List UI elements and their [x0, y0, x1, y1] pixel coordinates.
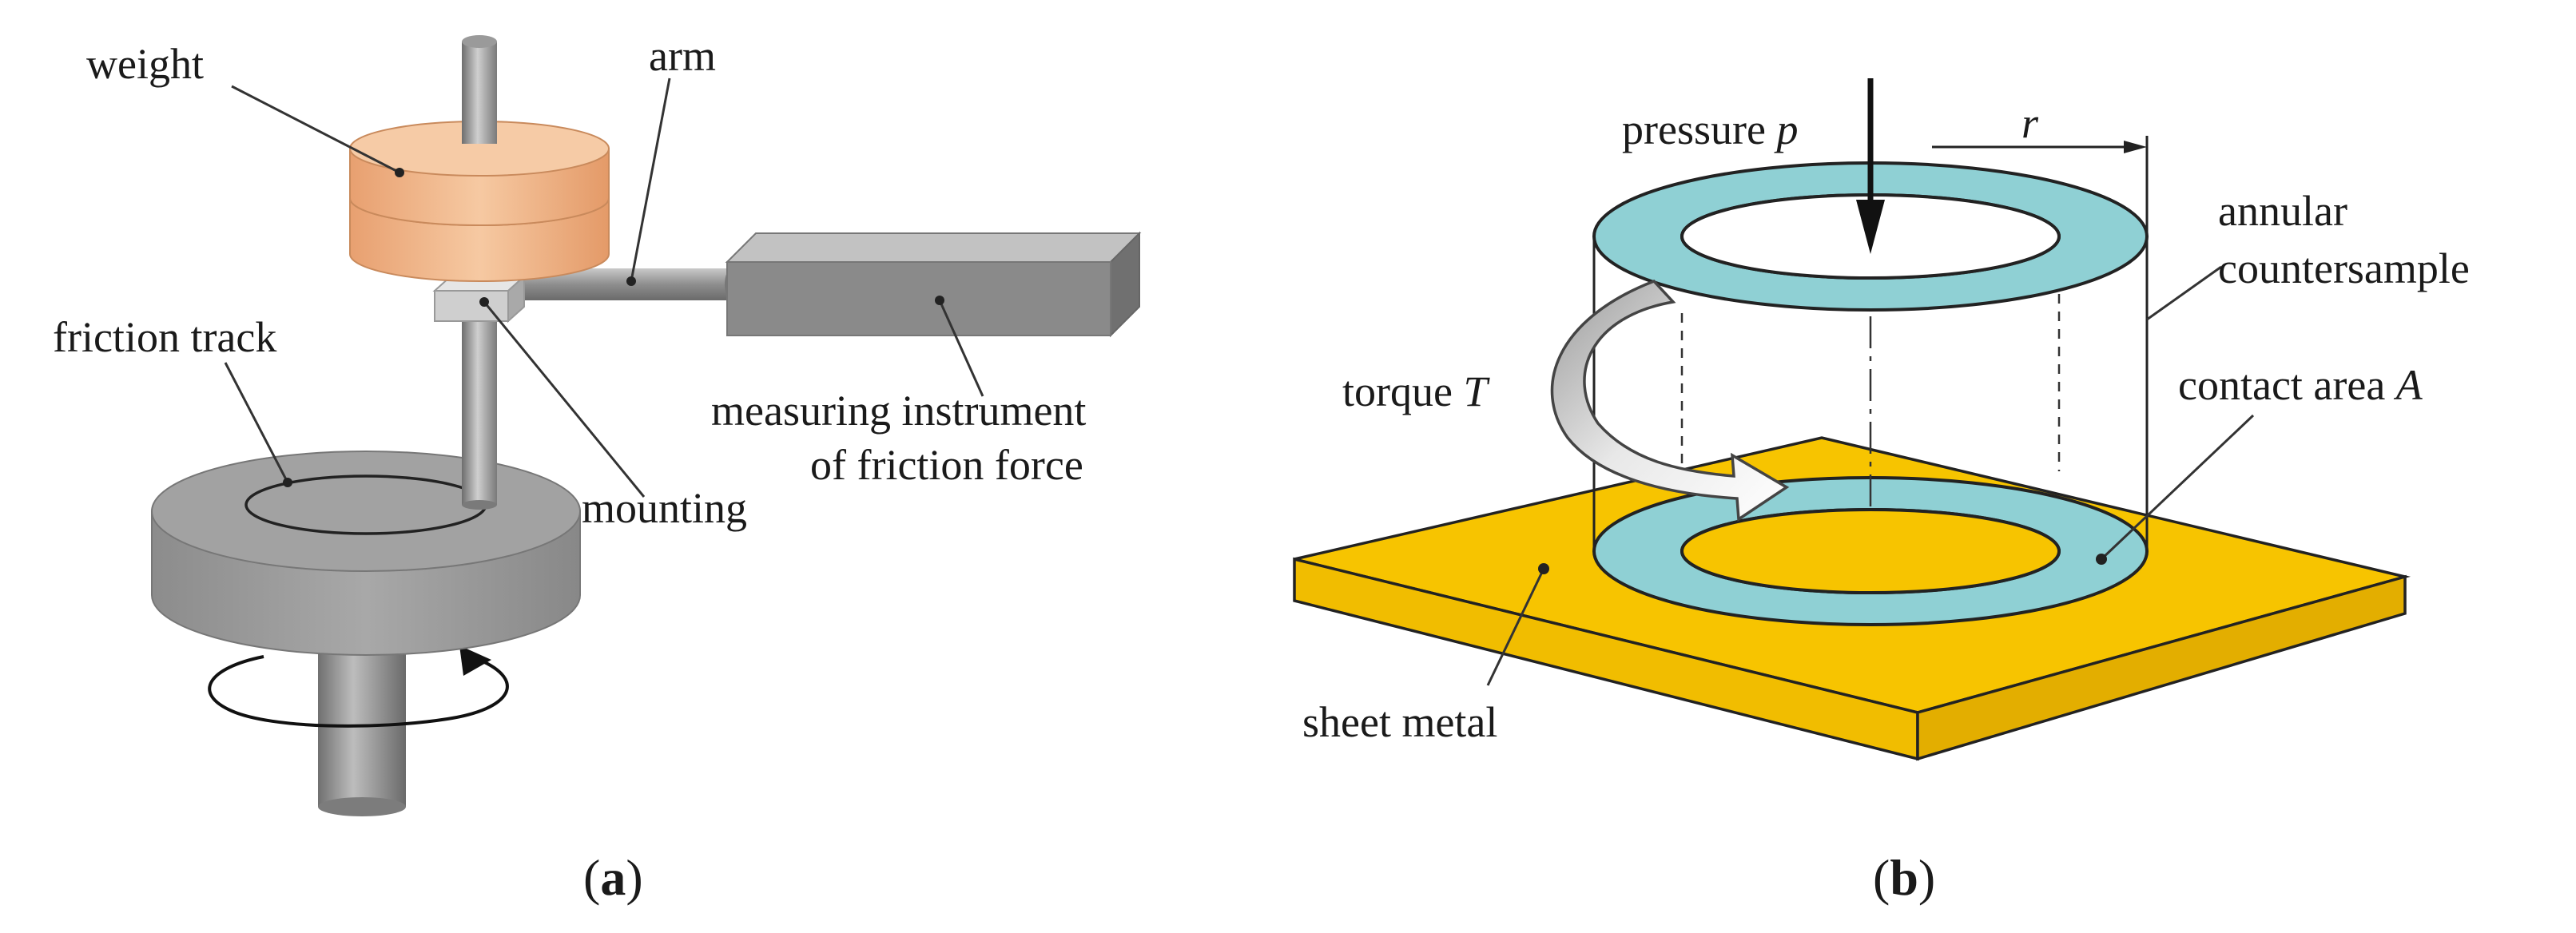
label-annular: annular: [2218, 187, 2347, 235]
mounting-leader: [483, 301, 646, 498]
label-friction-track: friction track: [53, 313, 276, 361]
panel-a: weight arm friction track measuring inst…: [53, 32, 1142, 906]
label-arm: arm: [649, 32, 716, 80]
label-sheet-metal: sheet metal: [1302, 698, 1497, 746]
pressure-arrow-head: [1856, 200, 1885, 254]
label-torque: torque T: [1342, 367, 1490, 415]
measuring-leader: [938, 300, 984, 397]
weight-leader: [231, 85, 400, 174]
label-contact-area: contact area A: [2178, 361, 2423, 409]
label-weight: weight: [86, 40, 204, 88]
vertical-rod: [462, 320, 497, 505]
label-countersample: countersample: [2218, 244, 2470, 292]
label-measuring-line2: of friction force: [810, 441, 1083, 489]
measuring-instrument: [725, 231, 1142, 338]
torque-arrow: [1550, 279, 1790, 522]
friction-track-leader: [224, 362, 289, 483]
panel-b: pressure p r annular countersample torqu…: [1293, 78, 2470, 906]
annular-leader: [2146, 265, 2222, 321]
bottom-shaft-end: [318, 797, 406, 816]
rotation-arrow-head: [459, 645, 491, 676]
contact-area-leader: [2100, 414, 2255, 561]
label-measuring-line1: measuring instrument: [711, 387, 1086, 435]
caption-b: (b): [1873, 849, 1935, 906]
top-rod: [462, 42, 497, 144]
contact-ring: [1592, 476, 2149, 626]
mounting-block: [432, 274, 527, 324]
label-radius: r: [2021, 99, 2039, 147]
friction-disk: [151, 451, 581, 656]
caption-a: (a): [583, 849, 643, 906]
arm-leader: [630, 77, 671, 282]
sheet-metal-leader: [1486, 568, 1545, 686]
rotation-arrow: [208, 655, 509, 728]
label-mounting: mounting: [582, 484, 747, 532]
weight-stack: [349, 121, 610, 282]
label-pressure: pressure p: [1622, 105, 1798, 153]
